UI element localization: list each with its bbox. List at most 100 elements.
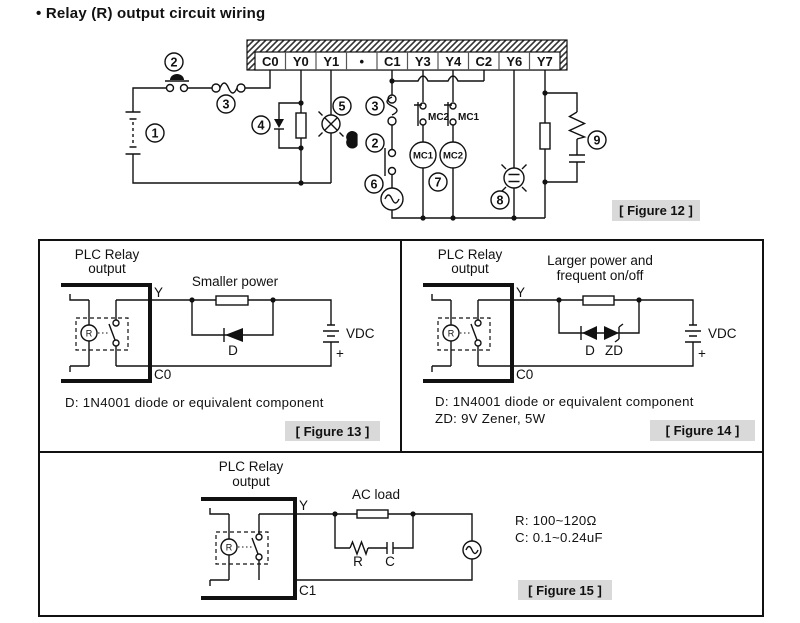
battery-icon xyxy=(125,111,141,155)
terminal-dividers xyxy=(284,52,531,70)
plc-label-line2: output xyxy=(88,261,126,276)
svg-text:9: 9 xyxy=(594,134,601,148)
callout-3b: 3 xyxy=(365,96,385,116)
callout-6: 6 xyxy=(364,174,384,194)
relay-letter: R xyxy=(448,329,455,339)
load-label-line1: Larger power and xyxy=(547,253,653,268)
flyback-diode-icon xyxy=(223,328,243,342)
terminal-label: C0 xyxy=(262,54,279,69)
figure-14-caption: [ Figure 14 ] xyxy=(650,420,755,441)
figure-15-panel: PLC Relay output R Y C1 xyxy=(38,451,764,617)
mc2-coil-icon: MC2 xyxy=(439,141,467,169)
terminal-label: C1 xyxy=(384,54,401,69)
contact-label-mc2: MC2 xyxy=(428,112,450,123)
relay-output-symbol: R xyxy=(431,294,491,372)
terminal-label: • xyxy=(360,54,365,69)
left-circuit-wires xyxy=(132,70,332,184)
pushbutton-icon xyxy=(346,131,397,176)
external-circuit-wires xyxy=(116,299,332,367)
resistor-icon xyxy=(295,112,307,139)
relay-letter: R xyxy=(226,543,233,553)
figure-13-caption: [ Figure 13 ] xyxy=(285,421,380,441)
load-resistor-icon xyxy=(582,295,615,306)
callout-3: 3 xyxy=(216,94,236,114)
junction-dot xyxy=(332,511,338,517)
coil-label-mc2: MC2 xyxy=(443,151,463,162)
terminal-label: Y0 xyxy=(293,54,309,69)
svg-text:8: 8 xyxy=(497,194,504,208)
diode-icon xyxy=(274,119,284,130)
terminal-strip: C0 Y0 Y1 • C1 Y3 Y4 C2 Y6 Y7 xyxy=(246,39,568,71)
svg-text:1: 1 xyxy=(152,127,159,141)
callout-1: 1 xyxy=(145,123,165,143)
plc-label-line1: PLC Relay xyxy=(438,247,503,262)
figure-15-diagram: PLC Relay output R Y C1 xyxy=(201,459,603,600)
callout-7: 7 xyxy=(428,172,448,192)
svg-text:2: 2 xyxy=(171,56,178,70)
snubber-capacitor-icon xyxy=(386,542,394,554)
r-label: R xyxy=(353,554,363,569)
terminal-label: Y3 xyxy=(415,54,431,69)
supply-polarity: + xyxy=(336,346,344,361)
terminal-label: Y7 xyxy=(537,54,553,69)
figure-12-diagram: C0 Y0 Y1 • C1 Y3 Y4 C2 Y6 Y7 xyxy=(125,39,607,221)
svg-text:7: 7 xyxy=(435,176,442,190)
c-label: C xyxy=(385,554,395,569)
callout-4: 4 xyxy=(251,115,271,135)
nc-contact-mc2-icon xyxy=(414,102,427,126)
diode-label: D xyxy=(585,343,595,358)
callout-2b: 2 xyxy=(365,133,385,153)
relay-letter: R xyxy=(86,329,93,339)
coil-label-mc1: MC1 xyxy=(413,151,434,162)
svg-text:3: 3 xyxy=(223,98,230,112)
load-resistor-icon xyxy=(215,295,249,306)
right-circuit-wires xyxy=(391,70,578,219)
callout-9: 9 xyxy=(587,130,607,150)
load-resistor-icon xyxy=(539,122,551,150)
terminal-y-label: Y xyxy=(516,285,525,300)
figure-note-2: C: 0.1~0.24uF xyxy=(515,530,603,545)
title-bullet: • xyxy=(36,5,42,22)
neon-lamp-icon xyxy=(501,164,527,192)
terminal-c1-label: C1 xyxy=(299,583,316,598)
svg-text:3: 3 xyxy=(372,100,379,114)
junction-dot xyxy=(270,297,276,303)
callout-markers: 1 2 3 4 5 3 2 6 7 8 9 xyxy=(145,52,607,210)
terminal-label: Y1 xyxy=(323,54,339,69)
ac-load-resistor-icon xyxy=(356,509,389,519)
terminal-y-label: Y xyxy=(299,498,308,513)
figure-note-1: D: 1N4001 diode or equivalent component xyxy=(435,394,694,409)
terminal-label: C2 xyxy=(475,54,492,69)
terminal-label: Y6 xyxy=(506,54,522,69)
figure-note: D: 1N4001 diode or equivalent component xyxy=(65,395,324,410)
pushbutton-icon xyxy=(165,74,189,93)
external-circuit-wires xyxy=(259,513,473,581)
svg-text:4: 4 xyxy=(258,119,265,133)
svg-text:2: 2 xyxy=(372,137,379,151)
callout-5: 5 xyxy=(332,96,352,116)
terminal-y-label: Y xyxy=(154,285,163,300)
supply-label: VDC xyxy=(346,326,375,341)
svg-text:6: 6 xyxy=(371,178,378,192)
nc-contact-mc1-icon xyxy=(444,102,457,126)
page-title: • Relay (R) output circuit wiring xyxy=(36,5,265,22)
plc-outline xyxy=(423,283,514,383)
supply-polarity: + xyxy=(698,346,706,361)
junction-dot xyxy=(556,297,562,303)
junction-dot xyxy=(189,297,195,303)
figure-13-diagram: PLC Relay output R Y C0 Smaller power xyxy=(61,247,375,410)
zener-label: ZD xyxy=(605,343,623,358)
terminal-c0-label: C0 xyxy=(516,367,533,382)
load-label-line2: frequent on/off xyxy=(557,268,644,283)
snubber-resistor-icon xyxy=(349,540,369,557)
snubber-icon xyxy=(567,111,587,163)
plc-label-line1: PLC Relay xyxy=(75,247,140,262)
figure-14-panel: PLC Relay output R Y xyxy=(400,239,764,453)
load-label: Smaller power xyxy=(192,274,279,289)
junction-dot xyxy=(636,297,642,303)
plc-outline xyxy=(201,497,297,600)
junction-dots xyxy=(298,78,548,221)
figure-14-diagram: PLC Relay output R Y xyxy=(423,247,737,426)
ac-source-icon xyxy=(380,187,404,211)
battery-icon xyxy=(323,324,339,343)
